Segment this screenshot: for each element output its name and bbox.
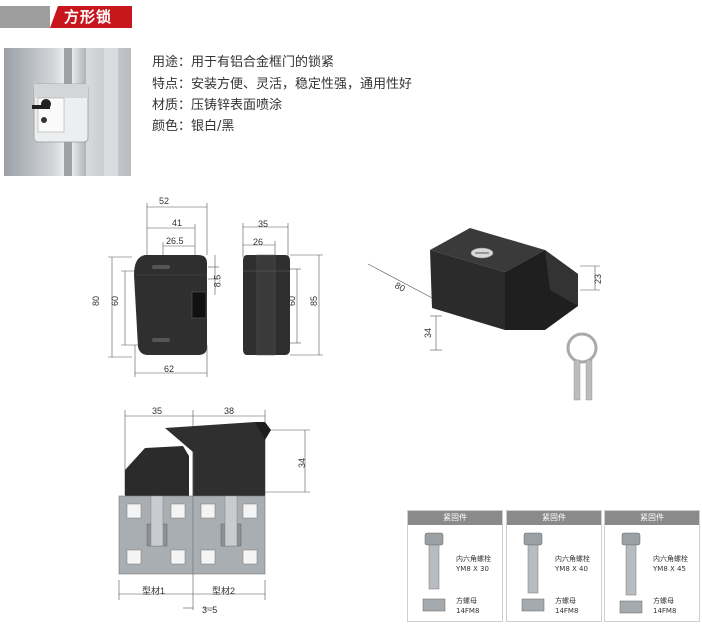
nut-name: 方螺母 — [653, 597, 674, 605]
dim-side-35: 35 — [258, 219, 269, 229]
dim-install-38: 38 — [224, 406, 235, 416]
fastener-card-3: 紧固件 内六角螺栓 YM8 X 45 方螺母 14FM8 — [604, 510, 700, 622]
dim-front-60: 60 — [110, 295, 121, 307]
fastener-card-header: 紧固件 — [507, 511, 601, 525]
dim-iso-34: 34 — [423, 327, 434, 339]
dim-install-gap: 3~5 — [202, 605, 218, 615]
bolt-nut-icon — [422, 532, 446, 612]
dim-front-52: 52 — [159, 196, 170, 206]
bolt-name: 内六角螺栓 — [653, 555, 688, 563]
nut-name: 方螺母 — [456, 597, 477, 605]
side-view-drawing — [242, 223, 323, 356]
dim-front-265: 26.5 — [166, 236, 184, 246]
spec-color: 颜色：银白/黑 — [152, 119, 235, 134]
bolt-nut-icon — [619, 532, 643, 614]
nut-name: 方螺母 — [555, 597, 576, 605]
header-grey-bar — [0, 6, 50, 28]
label-profile-1: 型材1 — [142, 586, 166, 596]
nut-spec: 14FM8 — [555, 607, 579, 615]
dim-side-26: 26 — [253, 237, 264, 247]
dim-side-85: 85 — [309, 295, 320, 307]
nut-spec: 14FM8 — [653, 607, 677, 615]
dim-install-34: 34 — [297, 457, 308, 469]
dim-iso-23: 23 — [593, 273, 604, 285]
dim-front-41: 41 — [172, 218, 183, 228]
dim-side-60: 60 — [287, 295, 298, 307]
fastener-card-header: 紧固件 — [408, 511, 502, 525]
bolt-nut-icon — [521, 532, 545, 612]
isometric-view-drawing — [367, 228, 600, 401]
nut-spec: 14FM8 — [456, 607, 480, 615]
front-view-drawing — [108, 203, 219, 377]
dim-install-35: 35 — [152, 406, 163, 416]
fastener-card-1: 紧固件 内六角螺栓 YM8 X 30 方螺母 14FM8 — [407, 510, 503, 622]
product-photo — [4, 48, 131, 176]
bolt-name: 内六角螺栓 — [456, 555, 491, 563]
installation-drawing — [118, 410, 310, 610]
label-profile-2: 型材2 — [212, 586, 236, 596]
dim-front-62: 62 — [164, 364, 175, 374]
fastener-card-2: 紧固件 内六角螺栓 YM8 X 40 方螺母 14FM8 — [506, 510, 602, 622]
bolt-spec: YM8 X 45 — [653, 565, 686, 573]
spec-usage: 用途：用于有铝合金框门的锁紧 — [152, 55, 335, 70]
dim-front-80: 80 — [91, 295, 102, 307]
spec-features: 特点：安装方便、灵活，稳定性强，通用性好 — [152, 77, 413, 92]
bolt-spec: YM8 X 40 — [555, 565, 588, 573]
fastener-card-header: 紧固件 — [605, 511, 699, 525]
dim-front-85: 8.5 — [212, 274, 223, 288]
page-title: 方形锁 — [64, 8, 113, 26]
bolt-name: 内六角螺栓 — [555, 555, 590, 563]
bolt-spec: YM8 X 30 — [456, 565, 489, 573]
spec-material: 材质：压铸锌表面喷涂 — [152, 98, 283, 113]
header-red-tab — [50, 6, 132, 28]
